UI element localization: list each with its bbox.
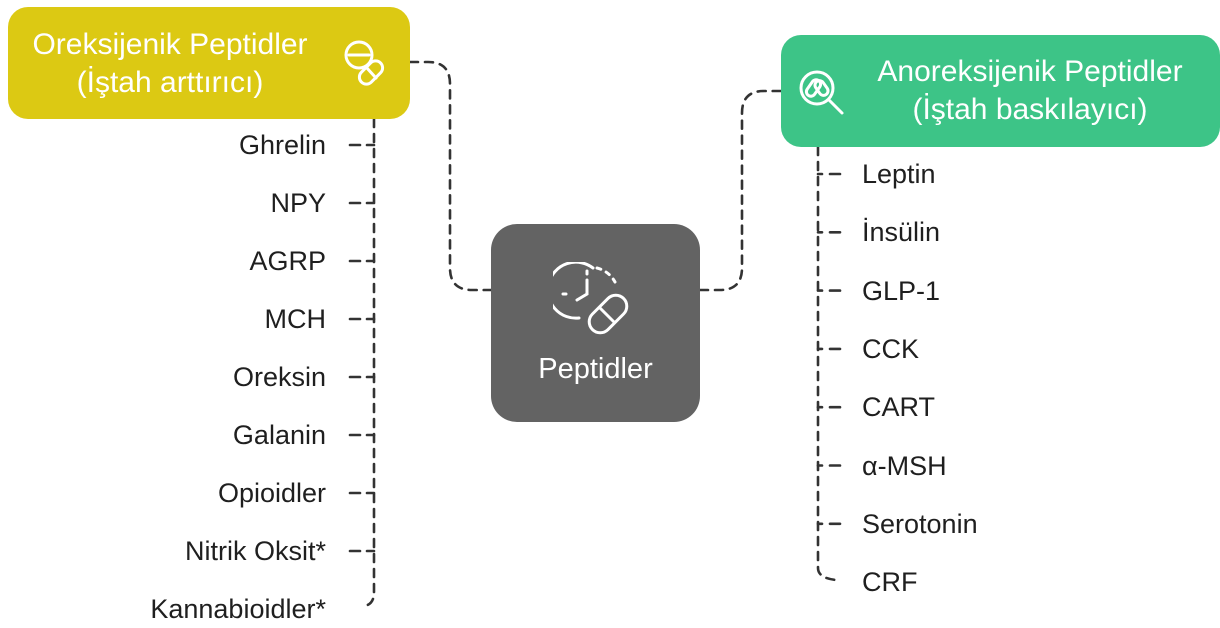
list-item: Kannabioidler* [150,594,326,624]
list-item: NPY [270,188,326,218]
list-item: Nitrik Oksit* [185,536,326,566]
list-item: Ghrelin [238,130,326,160]
list-item: AGRP [249,246,326,276]
list-item: CCK [862,333,920,364]
pill-magnifier-icon [799,70,844,115]
orexigenic-title-line2: (İştah arttırıcı) [76,66,264,99]
anorexigenic-title: Anoreksijenik Peptidler (İştah baskılayı… [850,53,1210,129]
left-spine [360,117,376,608]
list-item: GLP-1 [862,275,941,306]
list-item: CRF [862,567,918,598]
list-item: Leptin [862,159,936,189]
anorexigenic-title-line1: Anoreksijenik Peptidler [877,55,1183,88]
right-spine [816,145,838,582]
connector-center-to-right [698,89,783,292]
orexigenic-title: Oreksijenik Peptidler (İştah arttırıcı) [20,26,320,102]
pills-icon [344,40,385,86]
list-item: İnsülin [862,217,941,248]
list-item: α-MSH [862,450,947,481]
connector-left-to-center [408,60,493,292]
anorexigenic-box [781,35,1220,147]
list-item: Galanin [232,420,326,450]
center-label: Peptidler [538,353,653,385]
clock-pill-icon [553,262,629,335]
orexigenic-title-line1: Oreksijenik Peptidler [32,28,308,61]
center-box [491,224,700,422]
list-item: Serotonin [862,508,978,539]
list-item: MCH [264,304,327,334]
orexigenic-box [8,7,410,119]
list-item: CART [862,392,936,423]
list-item: Opioidler [217,478,326,508]
anorexigenic-title-line2: (İştah baskılayıcı) [912,93,1148,126]
list-item: Oreksin [232,362,326,392]
